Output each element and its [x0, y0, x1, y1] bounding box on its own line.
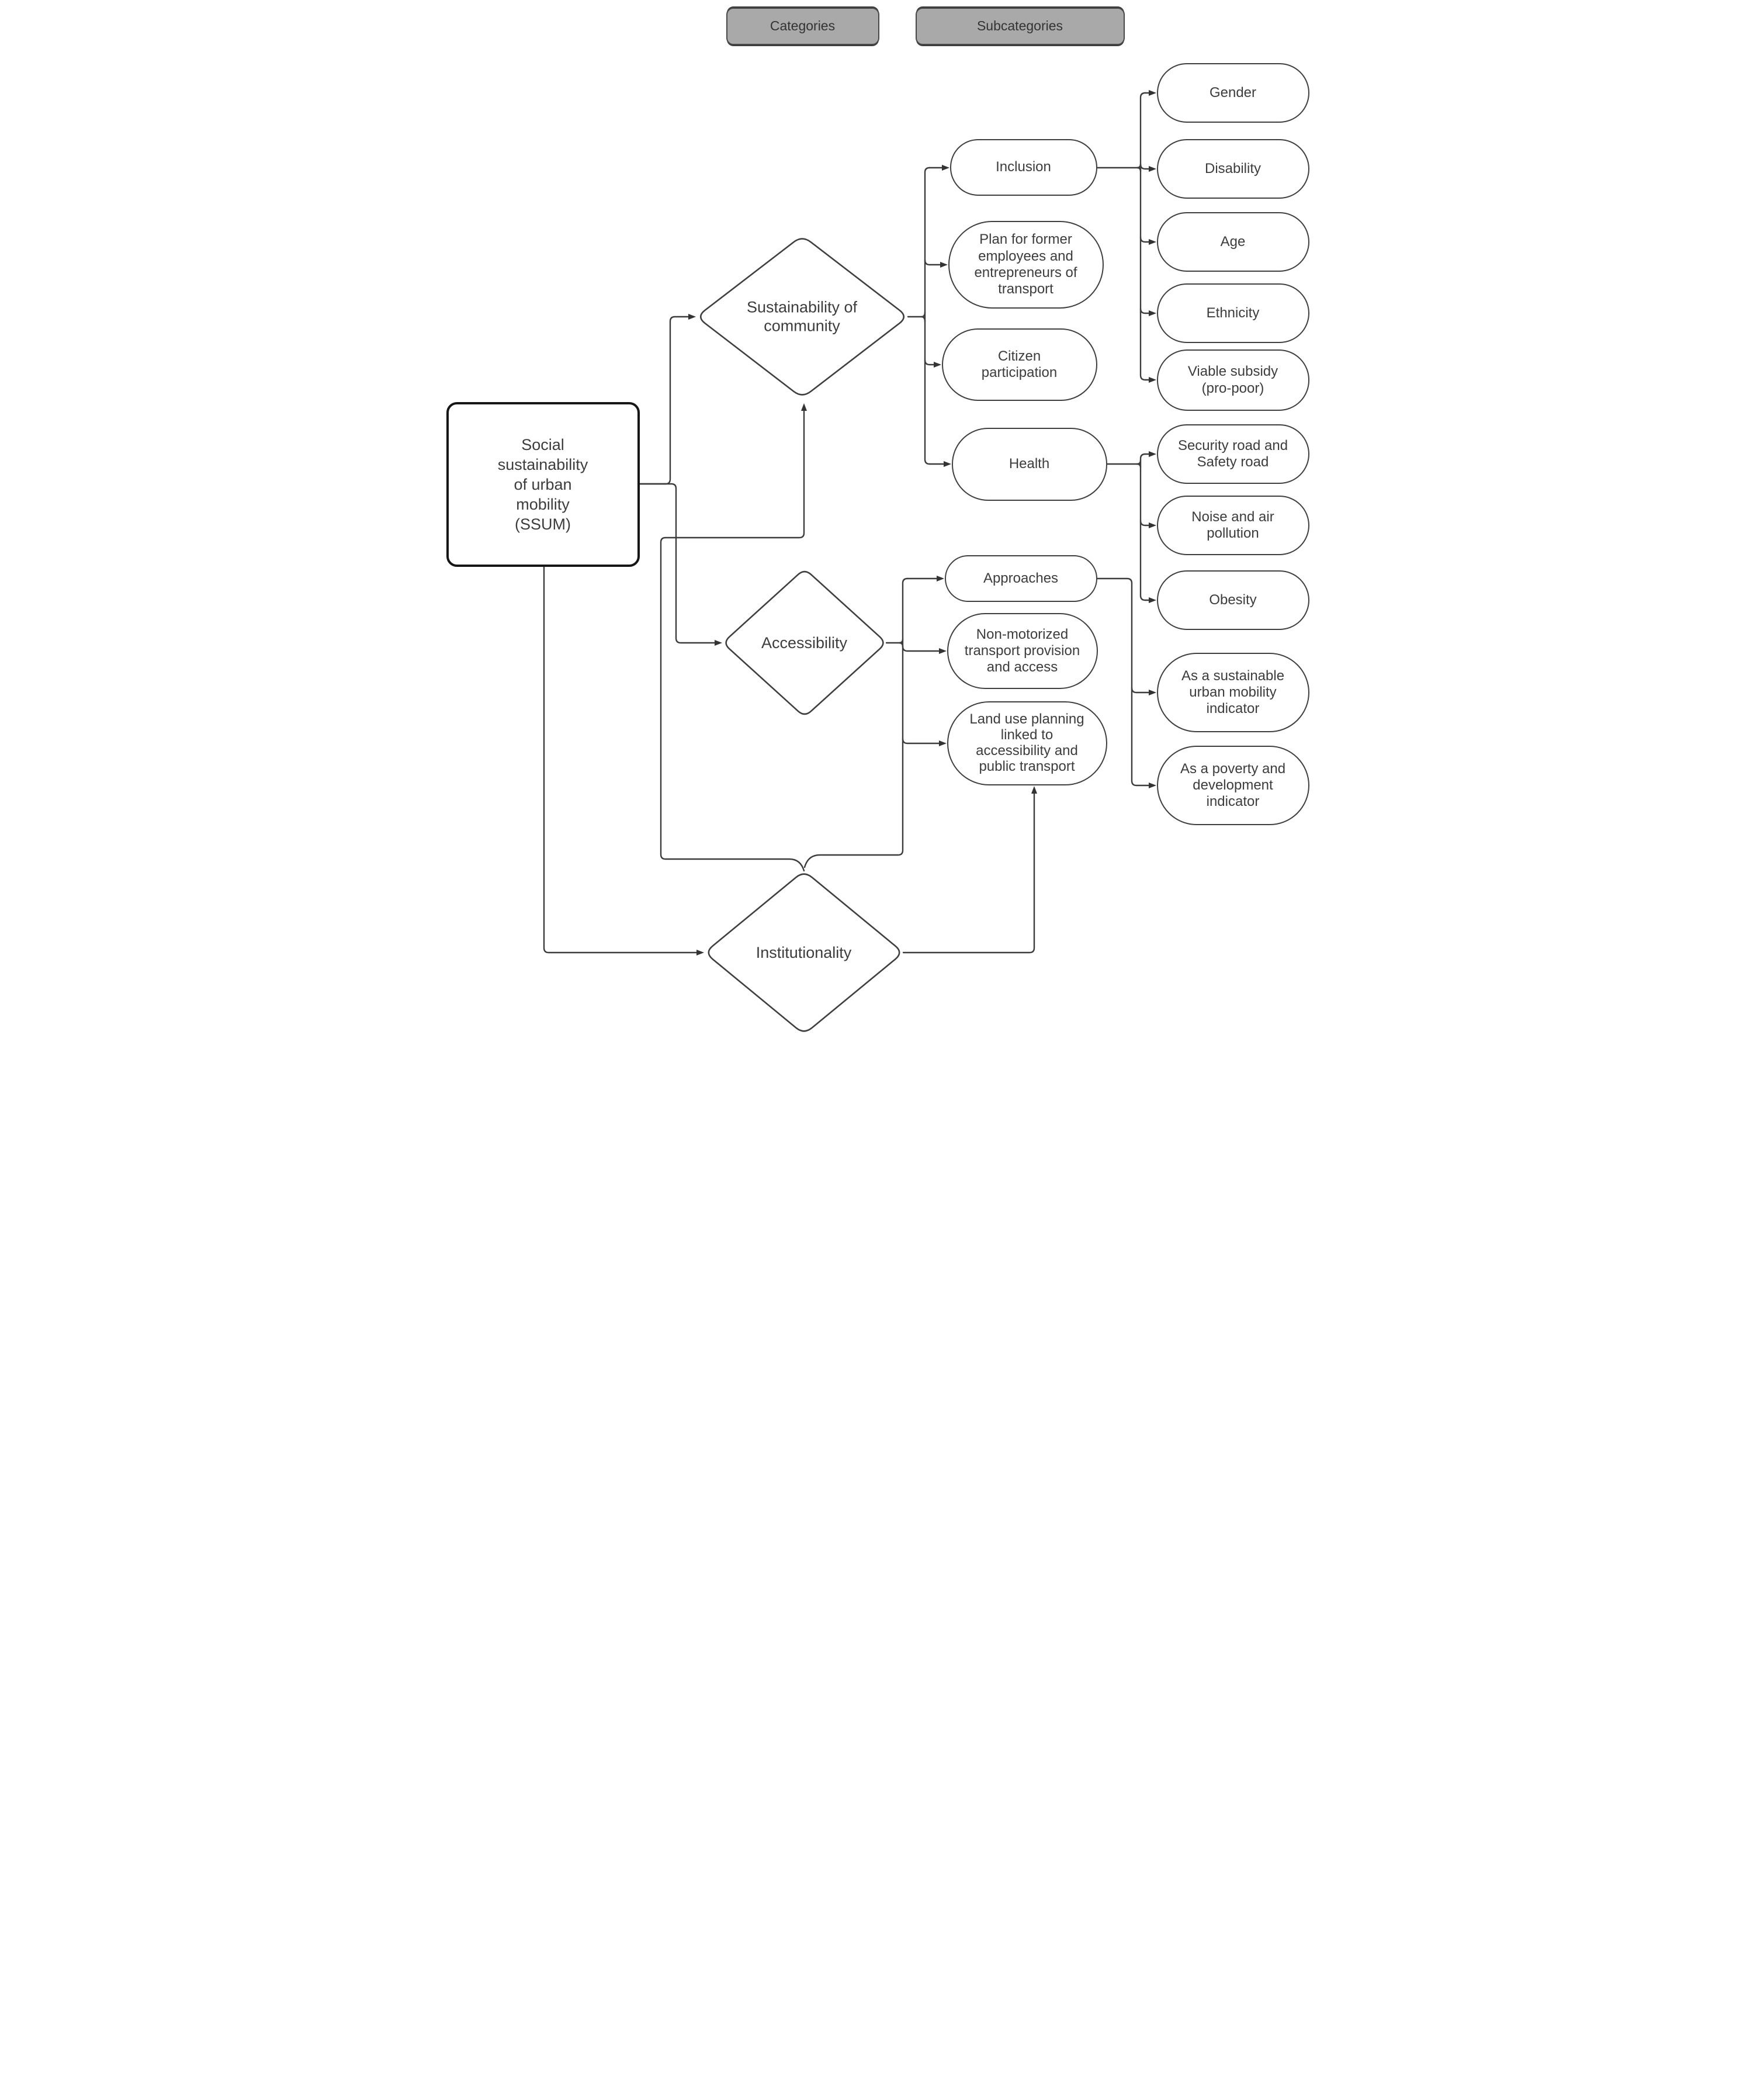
pill-viable-subsidy: Viable subsidy (pro-poor)	[1156, 349, 1309, 411]
pill-citizen-participation: Citizen participation	[941, 328, 1097, 401]
connector-layer	[543, 90, 1156, 1032]
connector-institutionality-to-community	[660, 403, 807, 872]
pill-land-use-planning: Land use planning linked to accessibilit…	[947, 701, 1107, 785]
connector-ssum-to-institutionality	[543, 566, 704, 955]
pill-approaches: Approaches	[944, 555, 1097, 602]
connector-health-feed	[1106, 459, 1141, 465]
pill-disability: Disability	[1156, 139, 1309, 199]
pill-gender: Gender	[1156, 63, 1309, 123]
connector-to-sustainable-indicator	[1131, 687, 1156, 695]
root-ssum-box: Social sustainability of urban mobility …	[446, 402, 640, 567]
pill-non-motorized-transport: Non-motorized transport provision and ac…	[947, 613, 1098, 689]
connector-community-feed	[907, 311, 926, 318]
diamond-sustainability-of-community	[699, 238, 904, 396]
diamond-accessibility	[725, 570, 884, 715]
connector-to-ethnicity	[1139, 307, 1156, 316]
connector-to-citizen	[924, 359, 941, 368]
connector-inclusion-trunk	[1139, 92, 1146, 381]
pill-poverty-development-indicator: As a poverty and development indicator	[1156, 746, 1309, 825]
connector-inclusion-feed	[1096, 163, 1141, 169]
connector-health-trunk	[1139, 453, 1146, 601]
diamond-institutionality	[708, 873, 900, 1032]
connector-to-age	[1139, 236, 1156, 245]
connector-to-noise-air	[1139, 520, 1156, 528]
pill-ethnicity: Ethnicity	[1156, 283, 1309, 343]
pill-inclusion: Inclusion	[949, 139, 1097, 196]
pill-security-safety-road: Security road and Safety road	[1156, 424, 1309, 484]
diagram-canvas: Categories Subcategories Social sustaina…	[441, 0, 1323, 1049]
pill-sustainable-mobility-indicator: As a sustainable urban mobility indicato…	[1156, 653, 1309, 732]
connector-to-land-use	[902, 738, 947, 746]
connector-to-disability	[1139, 163, 1156, 172]
connector-institutionality-to-land-use	[902, 786, 1037, 954]
connector-accessibility-trunk	[803, 577, 908, 868]
connector-ssum-to-community	[639, 314, 696, 485]
pill-plan-former-employees: Plan for former employees and entreprene…	[948, 221, 1104, 309]
connector-approaches-trunk	[1096, 577, 1156, 788]
legend-subcategories: Subcategories	[915, 8, 1125, 45]
connector-ssum-to-accessibility	[639, 483, 722, 646]
legend-categories: Categories	[726, 8, 879, 45]
pill-noise-air-pollution: Noise and air pollution	[1156, 496, 1309, 555]
connector-community-trunk	[924, 167, 930, 465]
pill-age: Age	[1156, 212, 1309, 272]
pill-health: Health	[951, 428, 1107, 501]
connector-to-plan	[924, 259, 948, 268]
connector-to-non-motorized	[902, 645, 947, 654]
pill-obesity: Obesity	[1156, 570, 1309, 630]
